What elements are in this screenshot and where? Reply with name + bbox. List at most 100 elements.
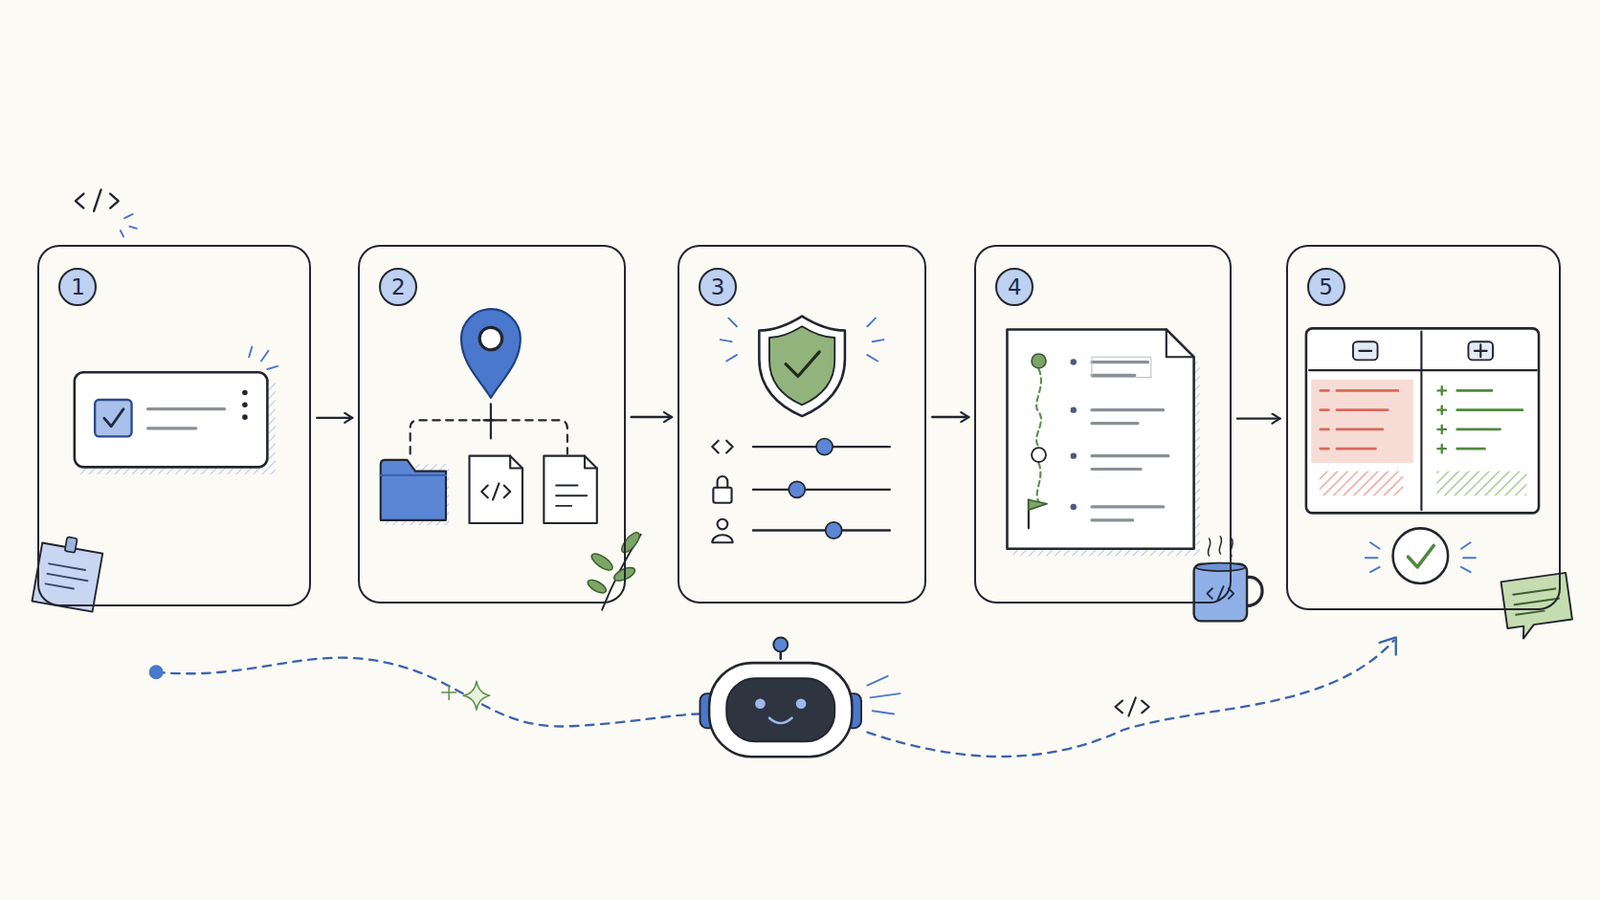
antenna-ball — [773, 637, 788, 652]
bubble-lines — [1512, 588, 1560, 616]
minus-sign — [1358, 350, 1372, 353]
leaf — [619, 530, 644, 556]
doc-fold — [1166, 329, 1195, 357]
removed-hatch — [1319, 471, 1403, 497]
text-file — [543, 456, 597, 524]
step-box: 2 — [357, 244, 625, 604]
checkbox — [94, 400, 132, 437]
file-tree — [380, 309, 598, 526]
file-fold — [584, 456, 598, 469]
plus-tab — [1467, 341, 1493, 360]
flag — [1028, 500, 1047, 512]
robot-eye — [796, 698, 807, 710]
check-mark — [104, 409, 124, 427]
added-lines — [1457, 390, 1523, 449]
code-symbol — [1114, 697, 1149, 716]
bullet — [1070, 406, 1077, 413]
dot — [242, 390, 248, 397]
dot — [242, 402, 248, 409]
step-number: 5 — [1307, 267, 1346, 307]
tree-branches — [410, 420, 568, 454]
note-paper — [32, 543, 104, 613]
dashed-path — [155, 658, 702, 728]
sparkle — [442, 686, 457, 701]
plus-sign — [1474, 344, 1488, 357]
text-lines — [148, 409, 225, 429]
slider-knob — [788, 481, 805, 498]
sticky-note — [32, 533, 106, 613]
flow-arrow — [1237, 417, 1281, 420]
mug-rim — [1196, 563, 1245, 573]
step-box: 5 — [1286, 244, 1562, 611]
plan-document — [1006, 329, 1200, 556]
spark-lines — [248, 347, 278, 370]
check-mark — [1408, 545, 1435, 567]
person-head — [717, 519, 729, 531]
slider-knob — [825, 522, 843, 539]
robot-head — [709, 663, 852, 757]
removed-lines — [1320, 390, 1399, 449]
step-number: 3 — [698, 267, 737, 307]
comment-bubble — [1501, 573, 1575, 642]
timeline-path — [1036, 369, 1042, 503]
slider-tracks — [753, 446, 890, 531]
flow-arrow — [316, 417, 353, 420]
step-box: 1 — [37, 244, 312, 608]
menu-dots — [242, 390, 248, 421]
leaf — [589, 551, 616, 574]
diff-view — [1306, 328, 1539, 584]
spark-lines — [720, 318, 885, 362]
note-lines — [45, 563, 90, 591]
approval-circle — [1393, 528, 1449, 584]
doc-lines — [1091, 362, 1169, 521]
person-body — [711, 534, 733, 543]
lock-icon — [712, 488, 732, 504]
diff-dividers — [1309, 332, 1537, 512]
shield-fill — [769, 326, 835, 405]
diff-window — [1306, 328, 1539, 513]
robot — [700, 637, 901, 757]
leaf — [585, 577, 608, 597]
task-card — [74, 347, 278, 475]
spark-lines — [1365, 542, 1476, 573]
slider-knob — [816, 439, 833, 456]
sparkle — [463, 681, 490, 711]
flow-arrow — [631, 416, 672, 419]
motion-lines — [866, 676, 900, 714]
folder-flap — [380, 474, 446, 477]
settings-panel — [711, 316, 890, 544]
doc-outline — [1006, 329, 1194, 549]
pin-hole — [479, 327, 502, 350]
code-glyph — [75, 189, 137, 237]
added-marks — [1437, 386, 1446, 453]
bullet — [1070, 358, 1077, 365]
removed-block — [1311, 379, 1414, 464]
bullet — [1070, 452, 1077, 459]
mug-body — [1194, 564, 1247, 623]
spark-lines — [120, 214, 137, 237]
file-fold — [510, 456, 523, 469]
mug-handle — [1246, 577, 1263, 606]
code-file — [469, 456, 523, 524]
card-outline — [74, 372, 268, 467]
agent-path — [149, 637, 1397, 757]
lock-shackle — [717, 476, 729, 489]
leaf-sprig — [585, 530, 643, 611]
bullet — [1070, 504, 1077, 511]
code-symbol — [75, 189, 119, 211]
step-box: 4 — [974, 244, 1232, 604]
highlight-box — [1091, 356, 1152, 378]
code-symbol — [481, 483, 511, 500]
minus-tab — [1353, 341, 1378, 360]
steam — [1207, 536, 1233, 556]
coffee-mug — [1194, 536, 1263, 623]
timeline-step — [1031, 447, 1046, 463]
dot — [242, 414, 248, 421]
step-number: 4 — [995, 267, 1034, 307]
file-lines — [555, 486, 587, 507]
folder-icon — [380, 460, 446, 521]
dashed-path — [866, 641, 1394, 757]
